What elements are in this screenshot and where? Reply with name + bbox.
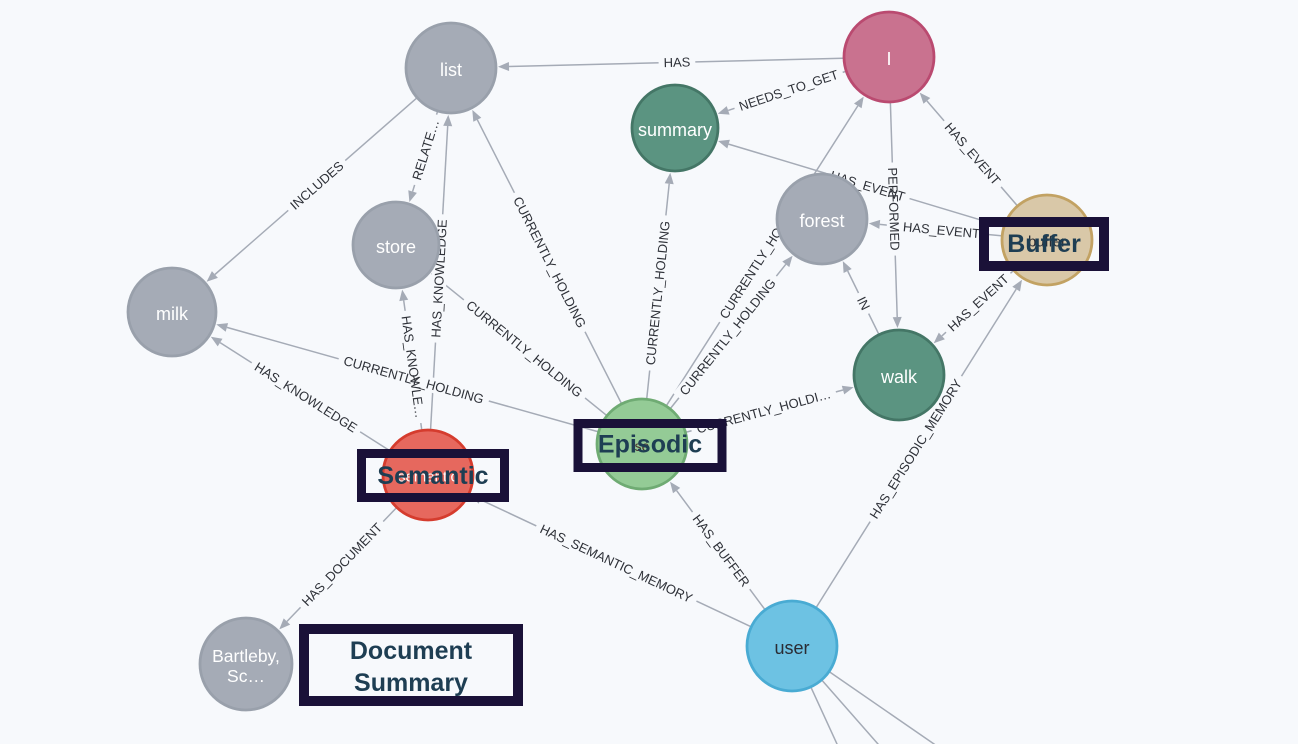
- svg-text:semantic: semantic: [398, 469, 459, 486]
- svg-text:user: user: [774, 638, 809, 658]
- svg-text:forest: forest: [799, 211, 844, 231]
- svg-text:PERFORMED: PERFORMED: [885, 167, 903, 250]
- svg-text:Bartleby,: Bartleby,: [212, 646, 280, 666]
- svg-text:summary: summary: [638, 120, 712, 140]
- svg-text:Semantic: Semantic: [377, 462, 488, 490]
- svg-text:list: list: [440, 60, 462, 80]
- svg-text:Sc…: Sc…: [227, 666, 265, 686]
- svg-text:se: se: [635, 438, 650, 454]
- svg-text:I: I: [886, 49, 891, 69]
- svg-text:Episodic: Episodic: [598, 431, 702, 459]
- svg-text:Document: Document: [350, 637, 473, 665]
- svg-text:walk: walk: [880, 367, 918, 387]
- svg-text:store: store: [376, 237, 416, 257]
- svg-text:Summary: Summary: [354, 669, 468, 697]
- svg-text:milk: milk: [156, 304, 189, 324]
- svg-text:Buffer: Buffer: [1007, 230, 1081, 258]
- svg-text:HAS: HAS: [663, 54, 690, 70]
- svg-text:buffer: buffer: [1028, 234, 1066, 251]
- svg-text:IN: IN: [854, 294, 873, 312]
- svg-text:HAS_EVENT: HAS_EVENT: [902, 219, 980, 241]
